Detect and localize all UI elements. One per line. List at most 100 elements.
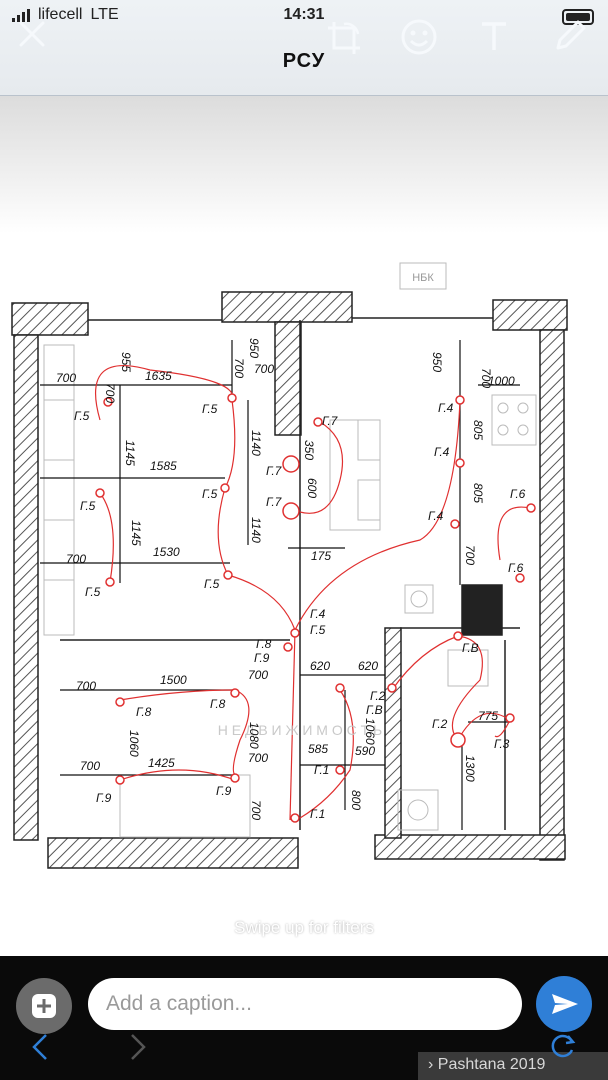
dimension-labels: 700 700 1635 955 950 700 700 950 700 100… <box>56 338 515 820</box>
album-strip <box>418 1052 608 1080</box>
editor-toolbar: lifecell LTE 14:31 РСУ <box>0 0 608 96</box>
dim: 955 <box>119 352 133 372</box>
send-icon <box>552 994 578 1014</box>
carrier-name: lifecell <box>38 6 83 23</box>
floor-plan: НБК Н Е Д В И Ж И М О С Т Ь 700 700 1635… <box>11 262 568 869</box>
label: Г.4 <box>434 445 450 459</box>
label: Г.2 <box>432 717 448 731</box>
dim: 175 <box>311 549 331 563</box>
page-title: РСУ <box>282 50 326 72</box>
dim: 1080 <box>247 722 261 749</box>
dim: 1635 <box>145 369 172 383</box>
dim: 700 <box>232 358 246 378</box>
crop-rotate-icon[interactable] <box>324 18 364 58</box>
dim: 350 <box>302 440 316 460</box>
label: Г.5 <box>80 499 96 513</box>
dim: 805 <box>471 483 485 503</box>
label: Г.8 <box>210 697 226 711</box>
label: Г.4 <box>438 401 454 415</box>
dim: 1500 <box>160 673 187 687</box>
label: Г.5 <box>202 487 218 501</box>
text-icon[interactable] <box>478 18 510 54</box>
label: Г.6 <box>508 561 524 575</box>
caption-field[interactable] <box>88 978 522 1030</box>
label: Г.4 <box>428 509 444 523</box>
close-icon[interactable] <box>16 18 48 50</box>
label: Г.3 <box>494 737 510 751</box>
signal-icon <box>12 8 30 22</box>
chevron-up-icon <box>295 899 313 909</box>
dim: 700 <box>76 679 96 693</box>
dim: 700 <box>463 545 477 565</box>
dim: 700 <box>248 751 268 765</box>
dim: 600 <box>305 478 319 498</box>
dim: 1300 <box>463 755 477 782</box>
label: Г.В <box>366 703 383 717</box>
plan-stamp: НБК <box>399 262 447 290</box>
label: Г.7 <box>266 464 283 478</box>
dim: 775 <box>478 709 498 723</box>
dim: 620 <box>310 659 330 673</box>
dim: 700 <box>249 800 263 820</box>
label: Г.5 <box>204 577 220 591</box>
dim: 700 <box>56 371 76 385</box>
label: Г.9 <box>216 784 232 798</box>
dim: 700 <box>103 383 117 403</box>
dim: 700 <box>254 362 274 376</box>
wiring <box>95 365 531 821</box>
dim: 590 <box>355 744 375 758</box>
label: Г.1 <box>310 807 325 821</box>
label: Г.5 <box>310 623 326 637</box>
group-labels: Г.5 Г.5 Г.5 Г.5 Г.5 Г.5 Г.7 Г.7 Г.7 Г.4 … <box>74 401 526 821</box>
label: Г.5 <box>85 585 101 599</box>
dim: 1060 <box>363 718 377 745</box>
label: Г.7 <box>266 495 283 509</box>
furniture <box>43 344 537 838</box>
dim: 1140 <box>249 517 263 543</box>
swipe-up-hint: Swipe up for filters <box>234 918 374 937</box>
label: Г.5 <box>202 402 218 416</box>
dim: 800 <box>349 790 363 810</box>
label: Г.9 <box>254 651 270 665</box>
label: Г.4 <box>310 607 326 621</box>
forward-chevron-icon[interactable] <box>128 1032 148 1062</box>
dim: 805 <box>471 420 485 440</box>
refresh-icon[interactable] <box>548 1030 578 1060</box>
dim: 1140 <box>249 430 263 456</box>
label: Г.6 <box>510 487 526 501</box>
dim: 1060 <box>127 730 141 757</box>
network-type: LTE <box>90 6 119 23</box>
dim: 700 <box>248 668 268 682</box>
label: Г.9 <box>96 791 112 805</box>
emoji-icon[interactable] <box>400 18 438 56</box>
label: Г.5 <box>74 409 90 423</box>
dim: 950 <box>247 338 261 358</box>
status-time: 14:31 <box>283 6 325 23</box>
label: Г.8 <box>256 637 272 651</box>
stamp-text: НБК <box>412 272 434 284</box>
walls <box>11 291 568 869</box>
back-chevron-icon[interactable] <box>30 1032 50 1062</box>
dim: 1145 <box>129 520 143 546</box>
label: Г.2 <box>370 689 386 703</box>
pencil-icon[interactable] <box>552 18 588 54</box>
dim: 700 <box>479 368 493 388</box>
album-name: Pashtana 2019 <box>437 1056 546 1073</box>
label: Г.В <box>462 641 479 655</box>
dim: 950 <box>430 352 444 372</box>
add-media-button[interactable] <box>16 978 72 1034</box>
dim: 1425 <box>148 756 175 770</box>
album-label[interactable]: › Pashtana 2019 <box>428 1056 546 1073</box>
label: Г.7 <box>322 414 339 428</box>
dim: 1530 <box>153 545 180 559</box>
dim: 700 <box>80 759 100 773</box>
dim: 620 <box>358 659 378 673</box>
dim: 1145 <box>123 440 137 466</box>
caption-input[interactable] <box>88 978 522 1030</box>
label: Г.1 <box>314 763 329 777</box>
status-bar: lifecell LTE 14:31 <box>0 4 608 26</box>
dim: 1585 <box>150 459 177 473</box>
watermark-text: Н Е Д В И Ж И М О С Т Ь <box>218 722 383 738</box>
image-canvas[interactable]: НБК Н Е Д В И Ж И М О С Т Ь 700 700 1635… <box>0 96 608 956</box>
send-button[interactable] <box>536 976 592 1032</box>
